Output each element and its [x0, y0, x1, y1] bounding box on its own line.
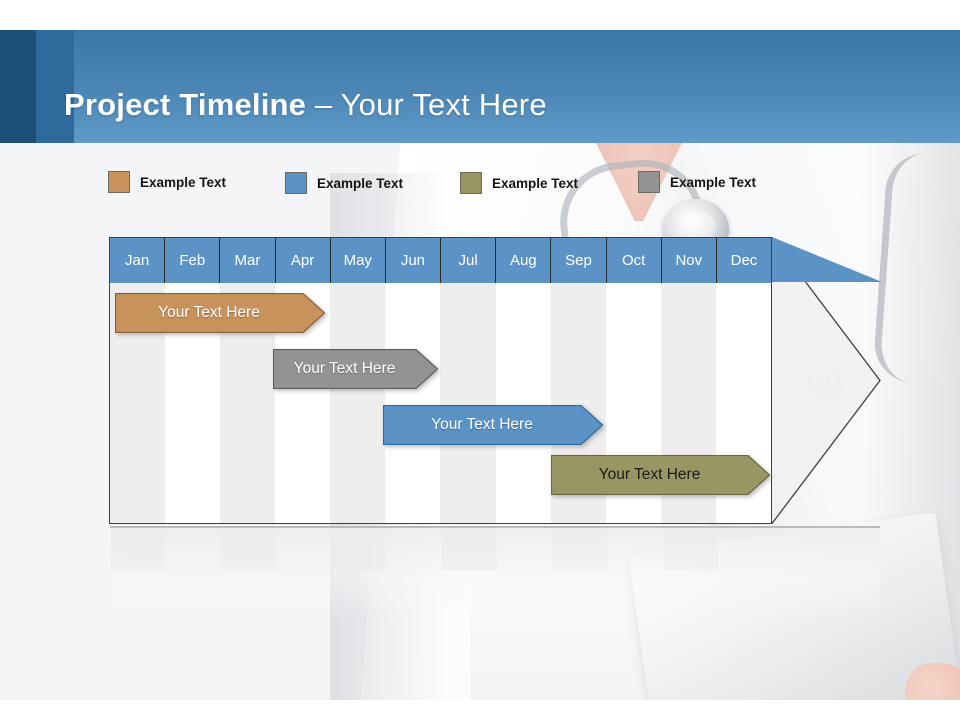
month-header-jan[interactable]: Jan	[110, 238, 166, 283]
month-header-dec[interactable]: Dec	[716, 238, 772, 283]
timeline-bar-label: Your Text Here	[598, 466, 701, 483]
reflection-column	[276, 530, 331, 570]
timeline-bar-1[interactable]: Your Text Here	[115, 293, 325, 333]
legend: Example Text Example Text Example Text Exam…	[0, 160, 960, 202]
reflection-column	[441, 530, 497, 570]
month-header-mar[interactable]: Mar	[220, 238, 276, 283]
month-header-may[interactable]: May	[330, 238, 386, 283]
reflection-column	[165, 530, 220, 570]
timeline-bar-label: Your Text Here	[158, 304, 260, 321]
header-background	[74, 30, 960, 143]
page-title-bold: Project Timeline	[64, 87, 307, 122]
timeline-bar-shape	[273, 349, 438, 389]
grid-reflection	[110, 526, 880, 620]
legend-item-2[interactable]: Example Text	[285, 172, 403, 194]
month-header-sep[interactable]: Sep	[551, 238, 607, 283]
legend-label: Example Text	[317, 175, 404, 191]
timeline-bar-shape	[383, 405, 603, 445]
bottom-margin	[0, 700, 960, 720]
legend-item-1[interactable]: Example Text	[108, 171, 226, 193]
month-header-oct[interactable]: Oct	[606, 238, 662, 283]
reflection-column	[331, 530, 387, 570]
timeline-column-mar	[220, 238, 276, 523]
timeline-bar-shape	[115, 293, 325, 333]
page-title: Project Timeline – Your Text Here	[64, 87, 547, 123]
page-title-regular: Your Text Here	[340, 87, 547, 122]
month-header-jul[interactable]: Jul	[441, 238, 497, 283]
month-header-nov[interactable]: Nov	[661, 238, 717, 283]
legend-swatch-icon	[460, 172, 482, 194]
timeline-column-feb	[165, 238, 221, 523]
legend-swatch-icon	[285, 172, 307, 194]
timeline-bar-3[interactable]: Your Text Here	[383, 405, 603, 445]
legend-swatch-icon	[108, 171, 130, 193]
timeline-bar-2[interactable]: Your Text Here	[273, 349, 438, 389]
slide-header: Project Timeline – Your Text Here	[0, 30, 960, 143]
reflection-column	[718, 530, 773, 570]
month-header-apr[interactable]: Apr	[275, 238, 331, 283]
reflection-column	[220, 530, 276, 570]
legend-item-3[interactable]: Example Text	[460, 172, 578, 194]
reflection-column	[386, 530, 441, 570]
reflection-column	[497, 530, 552, 570]
month-header-feb[interactable]: Feb	[165, 238, 221, 283]
timeline-column-jan	[110, 238, 166, 523]
header-accent-mid	[36, 30, 74, 143]
timeline-column-jul	[440, 238, 496, 523]
timeline-bar-label: Your Text Here	[293, 360, 396, 377]
reflection-column	[607, 530, 662, 570]
timeline-bar-label: Your Text Here	[431, 416, 533, 433]
reflection-column	[110, 530, 166, 570]
legend-label: Example Text	[492, 175, 579, 191]
legend-swatch-icon	[638, 171, 660, 193]
top-margin	[0, 0, 960, 30]
month-header-aug[interactable]: Aug	[496, 238, 552, 283]
month-header-jun[interactable]: Jun	[385, 238, 442, 283]
header-accent-dark	[0, 30, 36, 143]
reflection-column	[662, 530, 718, 570]
reflection-column	[552, 530, 608, 570]
timeline-bar-shape	[551, 455, 770, 495]
legend-label: Example Text	[140, 174, 227, 190]
legend-item-4[interactable]: Example Text	[638, 171, 756, 193]
legend-label: Example Text	[670, 174, 757, 190]
page-title-separator: –	[306, 87, 341, 122]
timeline-bar-4[interactable]: Your Text Here	[551, 455, 770, 495]
timeline-column-aug	[495, 238, 551, 523]
